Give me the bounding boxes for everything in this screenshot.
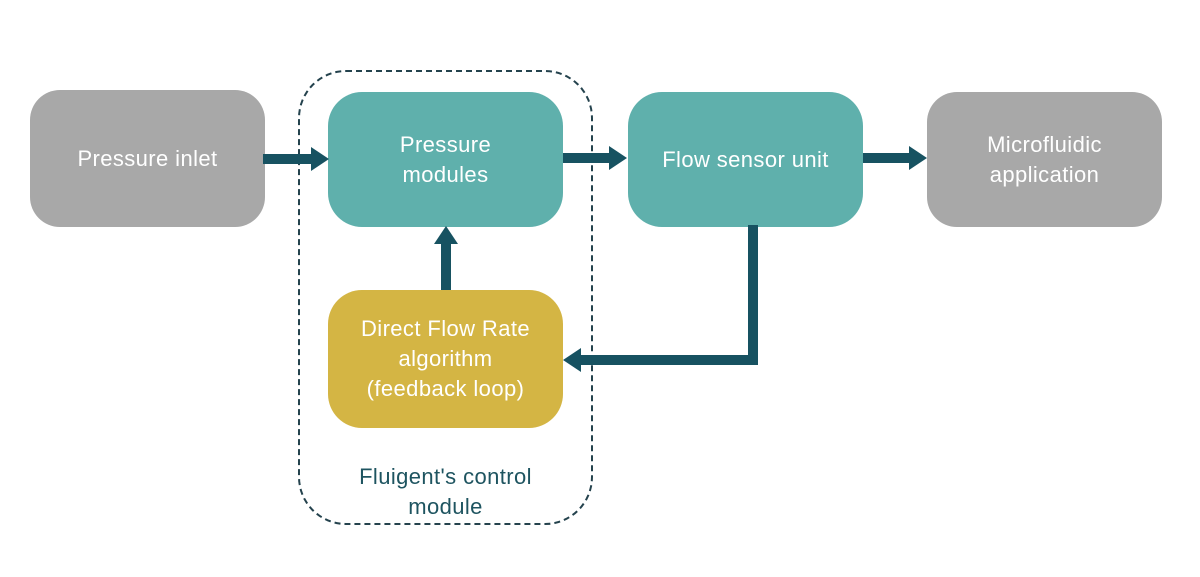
arrow-inlet-to-modules-shaft [263, 154, 313, 164]
arrow-algorithm-to-modules-head-icon [434, 226, 458, 244]
node-pressure-modules: Pressure modules [328, 92, 563, 227]
node-microfluidic-application-label-line1: Microfluidic [987, 131, 1102, 157]
node-microfluidic-application-label-line2: application [989, 161, 1100, 187]
arrow-inlet-to-modules-head-icon [311, 147, 329, 171]
node-microfluidic-application: Microfluidic application [927, 92, 1162, 227]
node-dfr-algorithm-label-line1: Direct Flow Rate [361, 316, 530, 341]
fluigent-control-module-label: Fluigent's control module [298, 462, 593, 522]
node-direct-flow-rate-algorithm: Direct Flow Rate algorithm (feedback loo… [328, 290, 563, 428]
node-flow-sensor-unit-label: Flow sensor unit [662, 146, 829, 172]
node-pressure-modules-label-line1: Pressure [399, 131, 492, 157]
fluigent-control-module-outline [298, 70, 593, 525]
node-flow-sensor-unit: Flow sensor unit [628, 92, 863, 227]
arrow-sensor-to-application-shaft [863, 153, 911, 163]
arrow-algorithm-to-modules-shaft [441, 242, 451, 290]
fluigent-control-module-label-line1: Fluigent's control [359, 464, 532, 489]
arrow-sensor-to-application-head-icon [909, 146, 927, 170]
node-dfr-algorithm-label-line3: (feedback loop) [366, 376, 525, 401]
node-dfr-algorithm-label-line2: algorithm [398, 346, 493, 371]
node-pressure-inlet-label: Pressure inlet [77, 145, 218, 171]
arrow-modules-to-sensor-shaft [563, 153, 611, 163]
fluigent-control-module-label-line2: module [408, 494, 483, 519]
arrow-sensor-to-algorithm-vertical-shaft [748, 225, 758, 365]
arrow-sensor-to-algorithm-horizontal-shaft [579, 355, 758, 365]
node-pressure-inlet: Pressure inlet [30, 90, 265, 227]
arrow-modules-to-sensor-head-icon [609, 146, 627, 170]
arrow-sensor-to-algorithm-head-icon [563, 348, 581, 372]
node-pressure-modules-label-line2: modules [402, 161, 489, 187]
